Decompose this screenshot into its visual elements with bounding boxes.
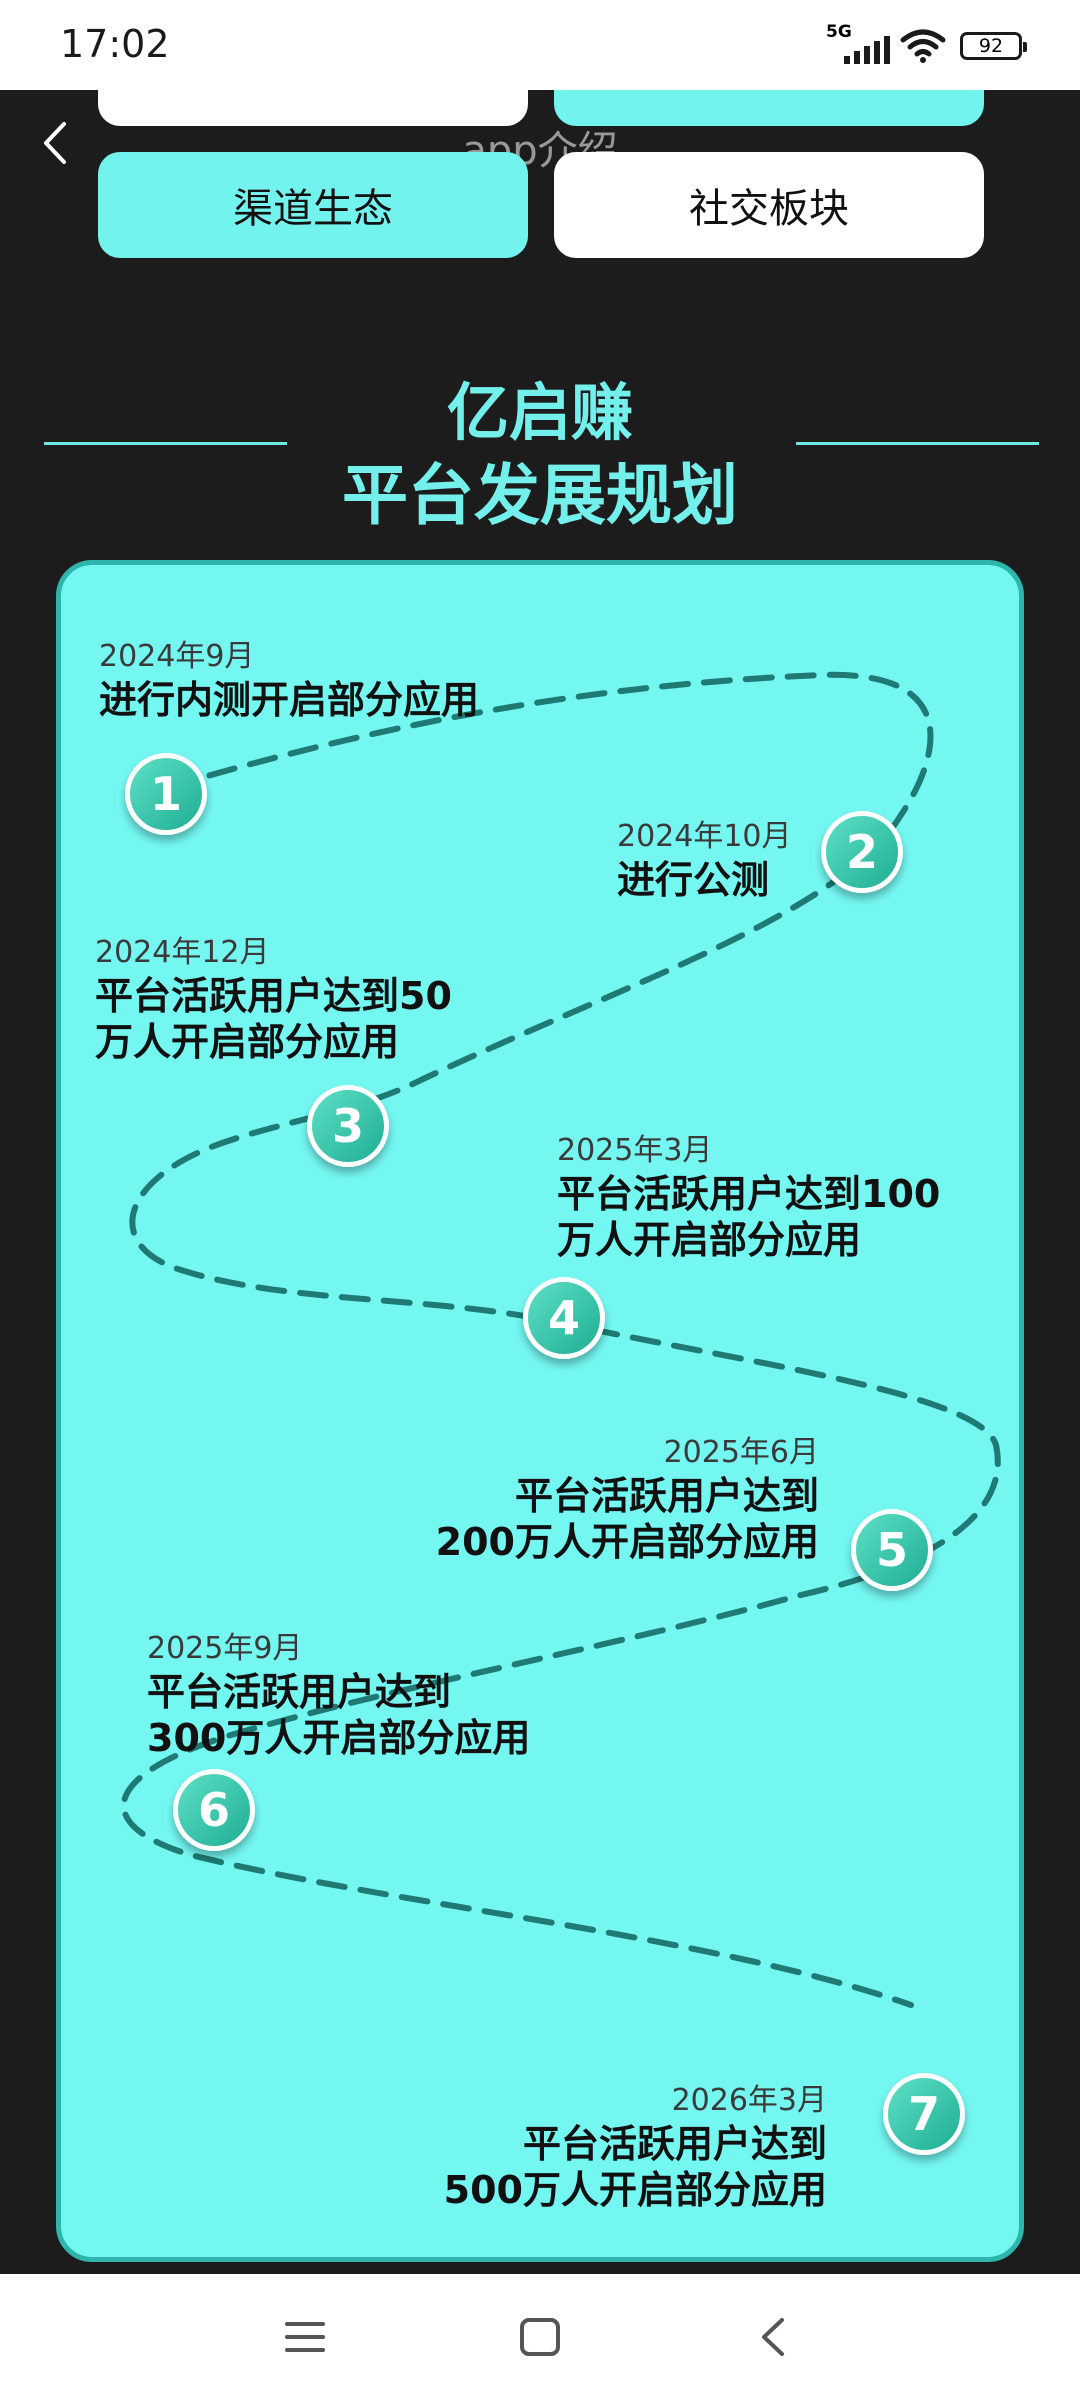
status-time-display: 17:02 [60, 22, 170, 66]
status-icons-display: 5G 92 [826, 22, 1027, 68]
milestone-text: 进行内测开启部分应用 [99, 678, 480, 722]
navigation-bar [0, 2274, 1080, 2400]
milestone-7: 2026年3月 平台活跃用户达到 500万人开启部分应用 [444, 2075, 827, 2213]
milestone-5: 2025年6月 平台活跃用户达到 200万人开启部分应用 [436, 1427, 819, 1565]
home-button[interactable] [518, 2312, 562, 2362]
roadmap-card: 1 2024年9月 进行内测开启部分应用 2 2024年10月 进行公测 3 2… [56, 560, 1024, 2262]
milestone-date: 2026年3月 [671, 2083, 827, 2118]
milestone-number: 5 [875, 1523, 908, 1577]
wifi-icon [900, 29, 946, 63]
milestone-number: 4 [547, 1291, 580, 1345]
heading-divider-right [796, 442, 1039, 445]
heading-divider-left [44, 442, 287, 445]
milestone-date: 2024年10月 [617, 819, 792, 854]
milestone-number: 2 [845, 825, 878, 879]
back-button[interactable] [40, 118, 80, 178]
milestone-marker-4: 4 [523, 1277, 605, 1359]
tab-social-section[interactable]: 社交板块 [554, 152, 984, 258]
system-back-button[interactable] [756, 2312, 790, 2362]
milestone-6: 2025年9月 平台活跃用户达到 300万人开启部分应用 [147, 1623, 530, 1761]
milestone-marker-1: 1 [125, 753, 207, 835]
milestone-number: 6 [197, 1783, 230, 1837]
roadmap-path [120, 671, 1001, 2008]
milestone-date: 2024年12月 [95, 935, 270, 970]
milestone-1: 2024年9月 进行内测开启部分应用 [99, 631, 479, 723]
milestone-marker-3: 3 [307, 1085, 389, 1167]
milestone-marker-2: 2 [821, 811, 903, 893]
tab-label: 社交板块 [689, 186, 849, 232]
milestone-2: 2024年10月 进行公测 [617, 811, 792, 903]
milestone-marker-7: 7 [883, 2073, 965, 2155]
milestone-text: 平台活跃用户达到100 万人开启部分应用 [557, 1172, 941, 1262]
heading-title: 平台发展规划 [342, 457, 738, 534]
milestone-number: 3 [331, 1099, 364, 1153]
battery-level: 92 [978, 35, 1004, 57]
milestone-marker-6: 6 [173, 1769, 255, 1851]
milestone-number: 1 [149, 767, 182, 821]
tab-channel-ecosystem[interactable]: 渠道生态 [98, 152, 528, 258]
milestone-date: 2025年6月 [663, 1435, 819, 1470]
status-bar-overlay: 17:02 5G 92 [0, 0, 1080, 90]
milestone-3: 2024年12月 平台活跃用户达到50 万人开启部分应用 [95, 927, 452, 1065]
battery-icon: 92 [960, 32, 1027, 60]
signal-icon: 5G [826, 22, 890, 66]
network-label: 5G [826, 22, 852, 42]
milestone-4: 2025年3月 平台活跃用户达到100 万人开启部分应用 [557, 1125, 940, 1263]
milestone-text: 平台活跃用户达到 500万人开启部分应用 [443, 2122, 827, 2212]
menu-button[interactable] [284, 2312, 326, 2362]
chevron-left-icon [44, 122, 66, 164]
milestone-date: 2024年9月 [99, 639, 255, 674]
milestone-date: 2025年3月 [557, 1133, 713, 1168]
milestone-number: 7 [907, 2087, 940, 2141]
milestone-text: 平台活跃用户达到 200万人开启部分应用 [435, 1474, 819, 1564]
home-square-icon [520, 2318, 560, 2356]
tab-label: 渠道生态 [233, 186, 393, 232]
back-triangle-icon [762, 2318, 784, 2356]
heading-brand: 亿启赚 [446, 376, 633, 449]
status-bar-cover [0, 0, 1080, 90]
milestone-text: 平台活跃用户达到50 万人开启部分应用 [95, 974, 452, 1064]
milestone-date: 2025年9月 [147, 1631, 303, 1666]
menu-icon [285, 2322, 325, 2352]
milestone-text: 平台活跃用户达到 300万人开启部分应用 [147, 1670, 531, 1760]
milestone-text: 进行公测 [617, 858, 770, 902]
milestone-marker-5: 5 [851, 1509, 933, 1591]
